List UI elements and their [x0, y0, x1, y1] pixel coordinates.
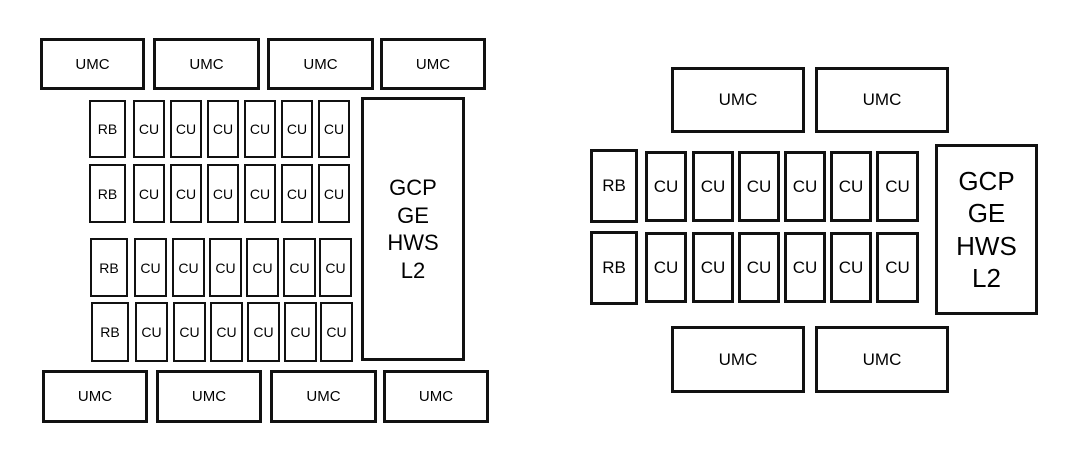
left-cu-r4-3: CU: [210, 302, 243, 362]
left-hws-label: HWS: [387, 230, 439, 255]
left-cu-r4-2: CU: [173, 302, 206, 362]
left-cu-r4-1: CU: [135, 302, 168, 362]
left-cu-r2-6: CU: [318, 164, 350, 223]
right-gcp-label: GCP: [958, 165, 1015, 196]
left-cu-r3-2: CU: [172, 238, 205, 297]
left-cu-r1-2: CU: [170, 100, 202, 158]
left-cu-r4-5: CU: [284, 302, 317, 362]
right-rb-2: RB: [590, 231, 638, 305]
right-rb-1: RB: [590, 149, 638, 223]
right-l2-label: L2: [972, 263, 1001, 293]
left-cu-r2-3: CU: [207, 164, 239, 223]
right-cu-r2-4: CU: [784, 232, 826, 303]
left-cu-r1-3: CU: [207, 100, 239, 158]
left-umc-bottom-3: UMC: [270, 370, 377, 423]
left-ge-label: GE: [397, 202, 429, 228]
left-cu-r1-4: CU: [244, 100, 276, 158]
right-ge-label: GE: [967, 198, 1006, 228]
right-hws-label: HWS: [956, 230, 1017, 261]
left-umc-top-2: UMC: [153, 38, 260, 90]
left-umc-top-3: UMC: [267, 38, 374, 90]
right-cu-r1-5: CU: [830, 151, 872, 222]
right-umc-bottom-2: UMC: [815, 326, 949, 393]
left-cu-r4-6: CU: [320, 302, 353, 362]
right-umc-top-1: UMC: [671, 67, 805, 133]
right-cu-r2-6: CU: [876, 232, 919, 303]
right-cu-r1-6: CU: [876, 151, 919, 222]
left-cu-r1-6: CU: [318, 100, 350, 158]
left-cu-r1-1: CU: [133, 100, 165, 158]
left-cu-r3-3: CU: [209, 238, 242, 297]
left-cu-r3-6: CU: [319, 238, 352, 297]
left-gcp-label: GCP: [389, 175, 437, 200]
left-rb-4: RB: [91, 302, 129, 362]
right-umc-bottom-1: UMC: [671, 326, 805, 393]
left-cu-r2-2: CU: [170, 164, 202, 223]
left-front-end-block: GCP GE HWS L2: [361, 97, 465, 361]
right-cu-r2-2: CU: [692, 232, 734, 303]
right-cu-r2-1: CU: [645, 232, 687, 303]
left-cu-r3-4: CU: [246, 238, 279, 297]
left-rb-3: RB: [90, 238, 128, 297]
left-umc-top-1: UMC: [40, 38, 145, 90]
left-cu-r2-5: CU: [281, 164, 313, 223]
right-cu-r2-3: CU: [738, 232, 780, 303]
left-umc-top-4: UMC: [380, 38, 486, 90]
right-cu-r1-2: CU: [692, 151, 734, 222]
right-umc-top-2: UMC: [815, 67, 949, 133]
left-cu-r3-1: CU: [134, 238, 167, 297]
left-rb-1: RB: [89, 100, 126, 158]
right-cu-r2-5: CU: [830, 232, 872, 303]
left-cu-r3-5: CU: [283, 238, 316, 297]
right-cu-r1-1: CU: [645, 151, 687, 222]
left-l2-label: L2: [400, 257, 426, 283]
right-cu-r1-3: CU: [738, 151, 780, 222]
left-umc-bottom-1: UMC: [42, 370, 148, 423]
left-cu-r2-1: CU: [133, 164, 165, 223]
left-cu-r2-4: CU: [244, 164, 276, 223]
left-rb-2: RB: [89, 164, 126, 223]
left-cu-r4-4: CU: [247, 302, 280, 362]
right-front-end-block: GCP GE HWS L2: [935, 144, 1038, 315]
left-umc-bottom-4: UMC: [383, 370, 489, 423]
right-cu-r1-4: CU: [784, 151, 826, 222]
left-umc-bottom-2: UMC: [156, 370, 262, 423]
left-cu-r1-5: CU: [281, 100, 313, 158]
